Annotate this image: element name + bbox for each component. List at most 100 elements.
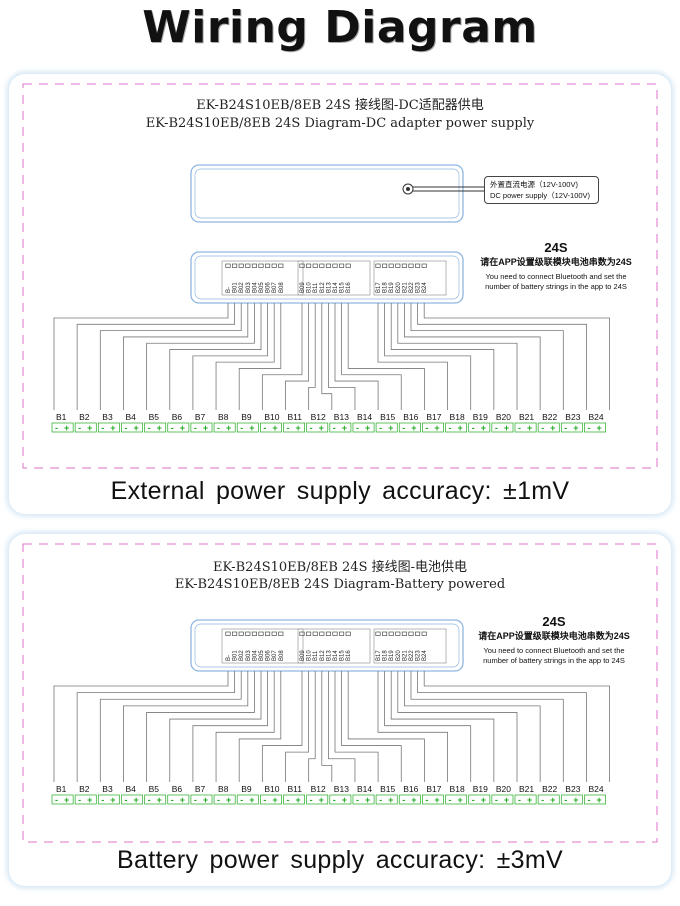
battery-label: B16 xyxy=(403,412,418,422)
pin-label: B17 xyxy=(376,282,382,293)
battery-plus: + xyxy=(458,423,463,433)
battery-terminal-block xyxy=(236,794,259,805)
pin-square xyxy=(332,263,338,268)
wire xyxy=(99,671,242,782)
panel2-header-cn: EK-B24S10EB/8EB 24S 接线图-电池供电 xyxy=(212,560,468,575)
battery-minus: - xyxy=(587,795,590,805)
wire xyxy=(334,671,379,782)
battery-label: B23 xyxy=(565,412,580,422)
pin-square xyxy=(232,263,238,268)
battery-plus: + xyxy=(573,423,578,433)
battery-terminal-block xyxy=(144,422,167,433)
battery-plus: + xyxy=(504,795,509,805)
battery-minus: - xyxy=(472,795,475,805)
panel2-cells-note-en-1: You need to connect Bluetooth and set th… xyxy=(483,646,625,655)
battery-label: B17 xyxy=(426,412,441,422)
battery-plus: + xyxy=(180,423,185,433)
battery-terminal-block xyxy=(306,794,329,805)
wire xyxy=(53,671,229,782)
battery-minus: - xyxy=(402,795,405,805)
pin-square xyxy=(225,631,231,636)
battery-minus: - xyxy=(101,795,104,805)
wire xyxy=(238,303,282,410)
battery-label: B8 xyxy=(218,412,229,422)
pin-label: B21 xyxy=(402,282,408,293)
pin-square xyxy=(325,631,331,636)
panel1-header-cn: EK-B24S10EB/8EB 24S 接线图-DC适配器供电 xyxy=(196,98,484,113)
dc-adapter-inner xyxy=(194,168,460,219)
pin-square xyxy=(258,263,264,268)
battery-minus: - xyxy=(541,795,544,805)
pin-label: B02 xyxy=(239,282,245,293)
battery-label: B23 xyxy=(565,784,580,794)
battery-terminal-block xyxy=(560,794,583,805)
pin-label: B02 xyxy=(239,650,245,661)
wire xyxy=(410,671,564,782)
pin-label: B20 xyxy=(396,282,402,293)
connector-block xyxy=(221,628,304,664)
battery-terminal-block xyxy=(514,422,537,433)
battery-plus: + xyxy=(226,423,231,433)
battery-minus: - xyxy=(449,795,452,805)
pin-square xyxy=(421,263,427,268)
battery-minus: - xyxy=(263,423,266,433)
pin-label: B20 xyxy=(396,650,402,661)
battery-minus: - xyxy=(564,795,567,805)
wire xyxy=(423,671,610,782)
wire xyxy=(410,303,564,410)
battery-label: B7 xyxy=(195,784,206,794)
pin-square xyxy=(278,631,284,636)
wire xyxy=(308,671,316,782)
pin-label: B- xyxy=(226,287,232,293)
main-title: Wiring Diagram xyxy=(142,2,538,53)
battery-label: B2 xyxy=(79,784,90,794)
battery-terminal-block xyxy=(121,794,143,805)
battery-terminal-block xyxy=(329,794,352,805)
battery-plus: + xyxy=(249,795,254,805)
pin-label: B10 xyxy=(307,282,313,293)
pin-label: B17 xyxy=(376,650,382,661)
pin-square xyxy=(408,263,414,268)
battery-label: B19 xyxy=(473,784,488,794)
battery-label: B12 xyxy=(311,412,326,422)
battery-plus: + xyxy=(388,795,393,805)
wire xyxy=(417,671,587,782)
battery-plus: + xyxy=(203,423,208,433)
panel1-accuracy: External power supply accuracy: ±1mV xyxy=(110,477,570,505)
battery-plus: + xyxy=(550,795,555,805)
battery-terminal-block xyxy=(97,422,120,433)
battery-terminal-block xyxy=(144,794,167,805)
wire xyxy=(390,671,495,782)
battery-minus: - xyxy=(55,423,58,433)
wire xyxy=(192,303,268,410)
pin-label: B23 xyxy=(416,282,422,293)
wire xyxy=(261,303,303,410)
pin-square xyxy=(258,631,264,636)
battery-minus: - xyxy=(240,795,243,805)
battery-terminal-block xyxy=(422,794,444,805)
pin-square xyxy=(251,631,257,636)
battery-plus: + xyxy=(319,795,324,805)
pin-label: B23 xyxy=(416,650,422,661)
battery-plus: + xyxy=(365,795,370,805)
battery-label: B6 xyxy=(172,784,183,794)
pin-label: B19 xyxy=(389,282,395,293)
pin-square xyxy=(271,631,277,636)
battery-terminal-block xyxy=(584,794,606,805)
pin-square xyxy=(415,263,421,268)
battery-minus: - xyxy=(379,795,382,805)
wire xyxy=(76,671,235,782)
battery-plus: + xyxy=(296,795,301,805)
battery-minus: - xyxy=(124,423,127,433)
wire xyxy=(341,303,402,410)
pin-label: B18 xyxy=(383,282,389,293)
battery-label: B17 xyxy=(426,784,441,794)
panel2-cells-note-cn: 请在APP设置级联模块电池串数为24S xyxy=(478,631,630,641)
panel1-cells-note-cn: 请在APP设置级联模块电池串数为24S xyxy=(480,257,632,267)
pin-label: B11 xyxy=(313,650,319,661)
panel1-cells-note-en-2: number of battery strings in the app to … xyxy=(485,282,627,291)
wire xyxy=(146,303,255,410)
battery-minus: - xyxy=(78,423,81,433)
panel2-cells-title: 24S xyxy=(542,614,566,629)
connector-block xyxy=(297,628,371,664)
